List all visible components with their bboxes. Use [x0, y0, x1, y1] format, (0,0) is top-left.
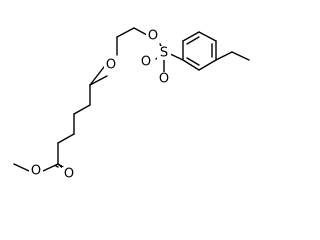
atom-o-carbonyl: O	[64, 167, 74, 182]
molecule-diagram: O O O O S O O	[13, 27, 250, 182]
atom-labels: O O O O S O O	[29, 29, 171, 182]
atom-o-sulfonate: O	[148, 29, 158, 44]
atom-o-sulfonyl-bottom: O	[159, 72, 169, 87]
bond-lines	[13, 27, 250, 172]
atom-s-sulfonyl: S	[160, 46, 168, 61]
atom-o-methyl-ester: O	[31, 164, 41, 179]
atom-o-ether: O	[106, 58, 116, 73]
atom-o-sulfonyl-left: O	[141, 55, 151, 70]
